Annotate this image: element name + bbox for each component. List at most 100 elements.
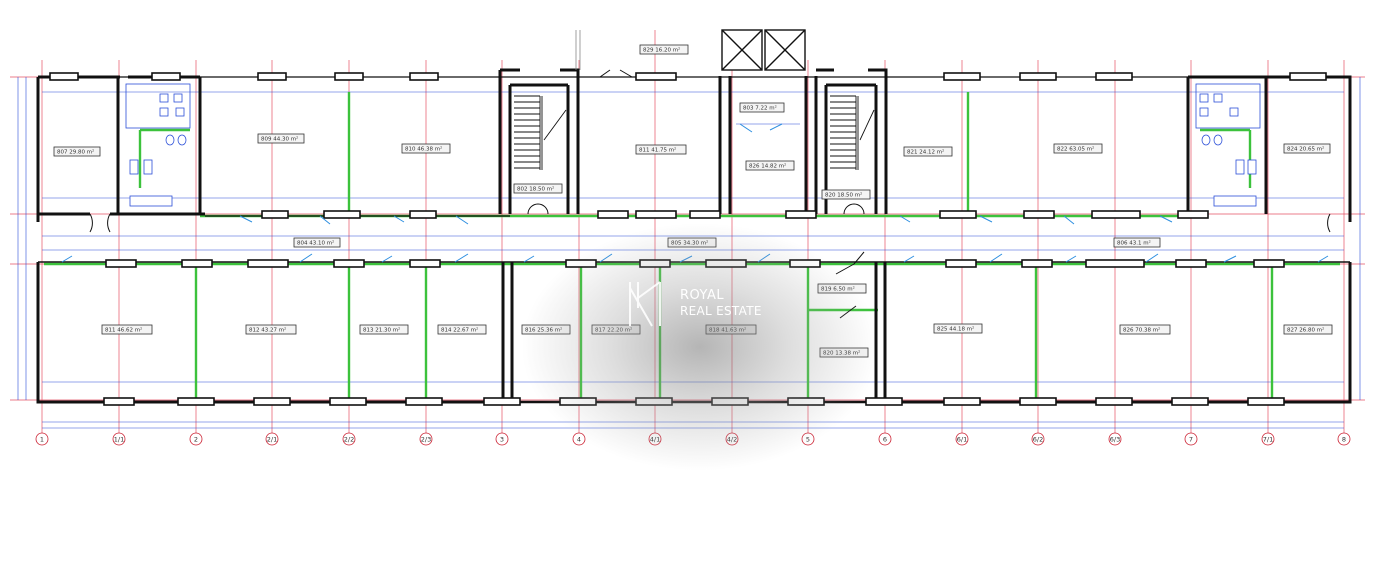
svg-text:2: 2 (194, 436, 198, 444)
room-label-824: 824 20.65 m² (1283, 143, 1331, 154)
svg-text:7/1: 7/1 (1263, 436, 1273, 444)
svg-text:818 41.63 m²: 818 41.63 m² (709, 327, 746, 334)
svg-text:1: 1 (40, 436, 44, 444)
svg-text:822 63.05 m²: 822 63.05 m² (1057, 146, 1094, 153)
svg-text:6/3: 6/3 (1110, 436, 1120, 444)
svg-text:814 22.67 m²: 814 22.67 m² (441, 327, 478, 334)
axis-marker-2-2: 2/2 (342, 432, 356, 446)
svg-text:805 34.30 m²: 805 34.30 m² (671, 240, 708, 247)
svg-text:3: 3 (500, 436, 504, 444)
room-label-811: 811 41.75 m² (635, 144, 687, 155)
room-label-805: 805 34.30 m² (667, 237, 717, 248)
svg-text:4/2: 4/2 (727, 436, 737, 444)
svg-text:819 6.50 m²: 819 6.50 m² (821, 286, 855, 293)
svg-text:811 46.62 m²: 811 46.62 m² (105, 327, 142, 334)
room-label-814: 814 22.67 m² (437, 324, 487, 335)
axis-marker-6-2: 6/2 (1031, 432, 1045, 446)
wc-right (1195, 83, 1261, 207)
watermark-subtitle: REAL ESTATE (680, 303, 762, 318)
door-swings (89, 69, 1331, 319)
axis-marker-5: 5 (801, 432, 815, 446)
room-label-829: 829 16.20 m² (639, 44, 689, 55)
axis-marker-7-1: 7/1 (1261, 432, 1275, 446)
svg-text:2/3: 2/3 (421, 436, 431, 444)
svg-text:829 16.20 m²: 829 16.20 m² (643, 47, 680, 54)
room-label-825: 825 44.18 m² (933, 323, 983, 334)
svg-text:824 20.65 m²: 824 20.65 m² (1287, 146, 1324, 153)
svg-text:4: 4 (577, 436, 581, 444)
svg-text:809 44.30 m²: 809 44.30 m² (261, 136, 298, 143)
room-label-827: 827 26.80 m² (1283, 324, 1333, 335)
axis-marker-2: 2 (189, 432, 203, 446)
room-label-816: 816 25.36 m² (521, 324, 571, 335)
room-label-811-lower: 811 46.62 m² (101, 324, 153, 335)
rooms-upper: 807 29.80 m² 809 44.30 m² 810 46.38 m² 8… (53, 44, 1331, 200)
axis-marker-6-1: 6/1 (955, 432, 969, 446)
room-label-818: 818 41.63 m² (705, 324, 757, 335)
room-label-820-lower: 820 13.38 m² (819, 347, 869, 358)
svg-text:5: 5 (806, 436, 810, 444)
rooms-corridor: 804 43.10 m² 805 34.30 m² 806 43.1 m² (293, 237, 1161, 248)
axis-marker-4-2: 4/2 (725, 432, 739, 446)
entrance-walls (575, 30, 581, 70)
svg-text:811 41.75 m²: 811 41.75 m² (639, 147, 676, 154)
room-label-821: 821 24.12 m² (903, 146, 953, 157)
dimension-lines (17, 77, 1361, 429)
svg-text:825 44.18 m²: 825 44.18 m² (937, 326, 974, 333)
room-label-819: 819 6.50 m² (817, 283, 867, 294)
svg-text:7: 7 (1189, 436, 1193, 444)
axis-marker-1: 1 (35, 432, 49, 446)
svg-text:2/1: 2/1 (267, 436, 277, 444)
room-label-822: 822 63.05 m² (1053, 143, 1103, 154)
room-label-812: 812 43.27 m² (245, 324, 297, 335)
svg-text:803 7.22 m²: 803 7.22 m² (743, 105, 777, 112)
svg-text:827 26.80 m²: 827 26.80 m² (1287, 327, 1324, 334)
watermark-brand: ROYAL (680, 288, 725, 303)
axis-marker-3: 3 (495, 432, 509, 446)
svg-text:820 13.38 m²: 820 13.38 m² (823, 350, 860, 357)
elevator-shafts (721, 29, 806, 71)
axis-marker-2-1: 2/1 (265, 432, 279, 446)
svg-text:1/1: 1/1 (114, 436, 124, 444)
svg-text:816 25.36 m²: 816 25.36 m² (525, 327, 562, 334)
room-label-820: 820 18.50 m² (821, 189, 871, 200)
watermark-text: ROYAL REAL ESTATE (680, 288, 762, 318)
svg-text:826 70.38 m²: 826 70.38 m² (1123, 327, 1160, 334)
staircase-right (830, 95, 875, 170)
svg-text:820 18.50 m²: 820 18.50 m² (825, 192, 862, 199)
wc-left (125, 83, 191, 207)
grid-lines (10, 30, 1365, 440)
svg-text:804 43.10 m²: 804 43.10 m² (297, 240, 334, 247)
room-label-809: 809 44.30 m² (257, 133, 305, 144)
svg-text:8: 8 (1342, 436, 1346, 444)
room-label-802: 802 18.50 m² (513, 183, 563, 194)
room-label-807: 807 29.80 m² (53, 146, 101, 157)
room-label-804: 804 43.10 m² (293, 237, 341, 248)
svg-text:826 14.82 m²: 826 14.82 m² (749, 163, 786, 170)
svg-text:6/1: 6/1 (957, 436, 967, 444)
svg-text:806 43.1 m²: 806 43.1 m² (1117, 240, 1151, 247)
svg-text:802 18.50 m²: 802 18.50 m² (517, 186, 554, 193)
staircase-left (514, 95, 567, 170)
room-label-803: 803 7.22 m² (739, 102, 785, 113)
room-label-826-lower: 826 70.38 m² (1119, 324, 1171, 335)
svg-text:6: 6 (883, 436, 887, 444)
axis-marker-2-3: 2/3 (419, 432, 433, 446)
svg-text:810 46.38 m²: 810 46.38 m² (405, 146, 442, 153)
room-label-813: 813 21.30 m² (359, 324, 409, 335)
axis-marker-4-1: 4/1 (648, 432, 662, 446)
svg-text:6/2: 6/2 (1033, 436, 1043, 444)
svg-text:813 21.30 m²: 813 21.30 m² (363, 327, 400, 334)
svg-text:821 24.12 m²: 821 24.12 m² (907, 149, 944, 156)
svg-text:4/1: 4/1 (650, 436, 660, 444)
room-label-810: 810 46.38 m² (401, 143, 451, 154)
axis-marker-8: 8 (1337, 432, 1351, 446)
axis-marker-6-3: 6/3 (1108, 432, 1122, 446)
svg-text:812 43.27 m²: 812 43.27 m² (249, 327, 286, 334)
axis-markers: 1 1/1 2 2/1 2/2 2/3 3 4 4/1 4/2 5 6 6/1 6/2 6/3 7 7/1 8 (35, 432, 1351, 446)
axis-marker-4: 4 (572, 432, 586, 446)
royal-real-estate-logo-icon (629, 281, 661, 327)
room-label-826: 826 14.82 m² (745, 160, 795, 171)
svg-text:807 29.80 m²: 807 29.80 m² (57, 149, 94, 156)
axis-marker-1-1: 1/1 (112, 432, 126, 446)
